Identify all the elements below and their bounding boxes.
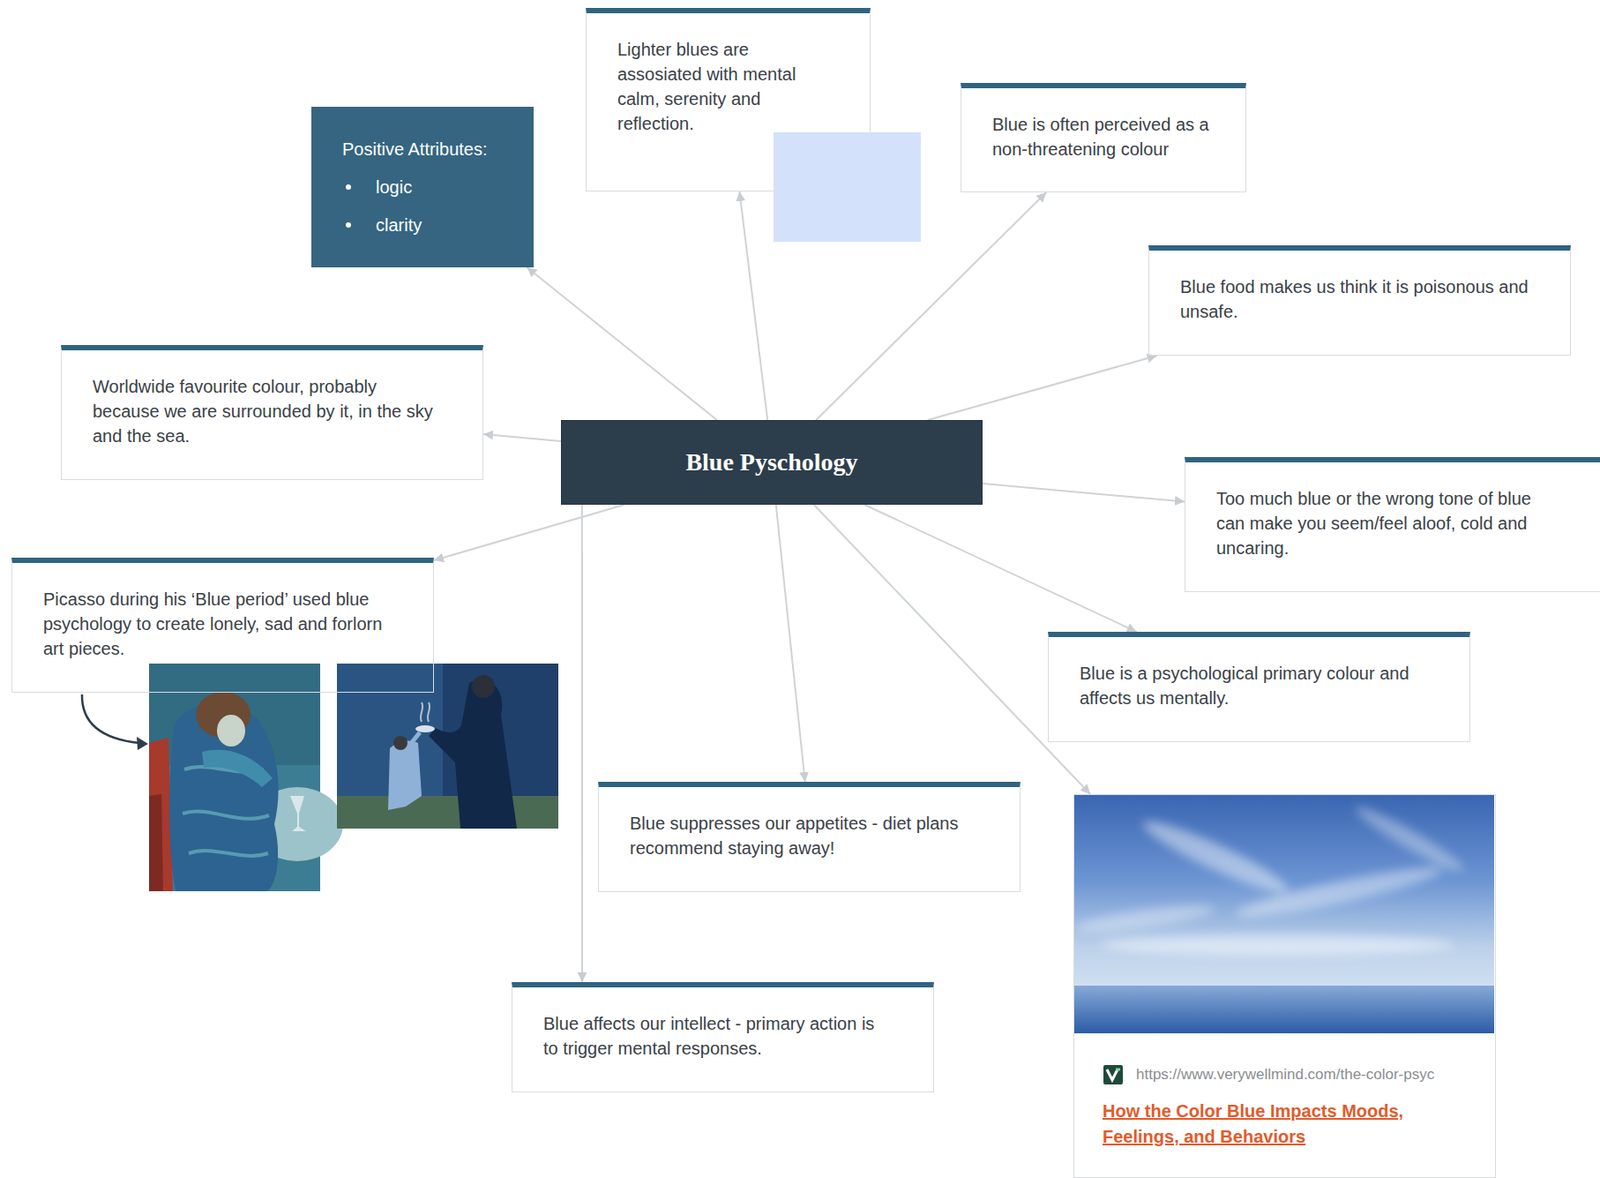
painting-face xyxy=(216,714,246,747)
link-title: How the Color Blue Impacts Moods, Feelin… xyxy=(1102,1098,1456,1150)
painting-chair xyxy=(149,737,173,891)
bullet-item: logic xyxy=(375,174,516,200)
topic-text: Worldwide favourite colour, probably bec… xyxy=(92,373,442,449)
connector-arrow xyxy=(776,504,806,782)
painting-chair-shade xyxy=(149,793,164,891)
topic-text: Blue food makes us think it is poisonous… xyxy=(1180,274,1548,324)
icon-accent xyxy=(1115,1068,1121,1071)
leader-arrowhead xyxy=(136,736,149,750)
bullet-item: clarity xyxy=(375,212,516,238)
connector-arrow xyxy=(433,504,625,561)
icon-mark xyxy=(1106,1069,1118,1080)
topic-box: Blue suppresses our appetites - diet pla… xyxy=(598,781,1021,892)
topic-box: Worldwide favourite colour, probably bec… xyxy=(60,344,484,480)
central-topic-text: Blue Pyschology xyxy=(685,447,858,478)
painting-child-arm xyxy=(405,732,420,750)
attribute-box: Positive Attributes: logic clarity xyxy=(311,106,534,268)
swatch-fill xyxy=(773,132,921,242)
topic-box: Blue affects our intellect - primary act… xyxy=(511,981,935,1092)
painting-child xyxy=(388,740,422,810)
link-card: https://www.verywellmind.com/the-color-p… xyxy=(1073,793,1496,1178)
connector-arrow xyxy=(483,433,561,442)
list-heading: Positive Attributes: xyxy=(342,136,516,162)
topic-text: Blue suppresses our appetites - diet pla… xyxy=(629,810,998,860)
painting-ground xyxy=(336,663,559,829)
topic-box: Blue food makes us think it is poisonous… xyxy=(1148,245,1571,356)
topic-box: Blue is a psychological primary colour a… xyxy=(1047,631,1471,742)
topic-box: Blue is often perceived as a non-threate… xyxy=(960,82,1247,193)
clouds xyxy=(1074,800,1468,956)
painting-shawl xyxy=(169,703,279,891)
site-icon xyxy=(1103,1064,1123,1085)
colour-swatch xyxy=(773,132,921,242)
painting-mother xyxy=(428,680,517,829)
painting-woman-asleep xyxy=(149,663,344,891)
connector-arrow xyxy=(982,483,1185,501)
topic-box: Too much blue or the wrong tone of blue … xyxy=(1184,456,1600,592)
bullet-dot xyxy=(345,222,352,228)
topic-text: Too much blue or the wrong tone of blue … xyxy=(1216,485,1548,561)
topic-text: Blue is a psychological primary colour a… xyxy=(1079,660,1448,711)
painting-glass xyxy=(290,795,307,831)
connector-arrow xyxy=(526,267,717,420)
topic-box: Picasso during his ‘Blue period’ used bl… xyxy=(11,557,434,693)
painting-child-head xyxy=(393,735,408,750)
leader-line xyxy=(82,694,140,743)
topic-text: Blue affects our intellect - primary act… xyxy=(543,1010,883,1061)
connector-arrow xyxy=(739,191,768,420)
painting-the-soup xyxy=(336,663,559,829)
painting-mother-head xyxy=(471,674,495,698)
topic-text: Lighter blues are assosiated with mental… xyxy=(617,37,821,136)
connector-arrow xyxy=(814,504,1091,794)
icon-ground xyxy=(1103,1064,1123,1085)
connector-arrow xyxy=(864,504,1137,632)
sky-photo xyxy=(1074,794,1495,1033)
connector-arrow xyxy=(581,504,584,982)
link-url: https://www.verywellmind.com/the-color-p… xyxy=(1136,1064,1469,1085)
painting-arm xyxy=(201,749,273,787)
sea xyxy=(1074,985,1495,1033)
painting-steam xyxy=(420,702,430,722)
topic-box: Lighter blues are assosiated with mental… xyxy=(585,7,871,192)
sky xyxy=(1074,794,1495,986)
topic-text: Blue is often perceived as a non-threate… xyxy=(992,112,1224,162)
connector-arrow xyxy=(927,355,1158,420)
bullet-dot xyxy=(345,184,352,190)
painting-floor xyxy=(336,795,559,829)
central-topic: Blue Pyschology xyxy=(560,419,983,505)
topic-text: Picasso during his ‘Blue period’ used bl… xyxy=(43,586,392,661)
